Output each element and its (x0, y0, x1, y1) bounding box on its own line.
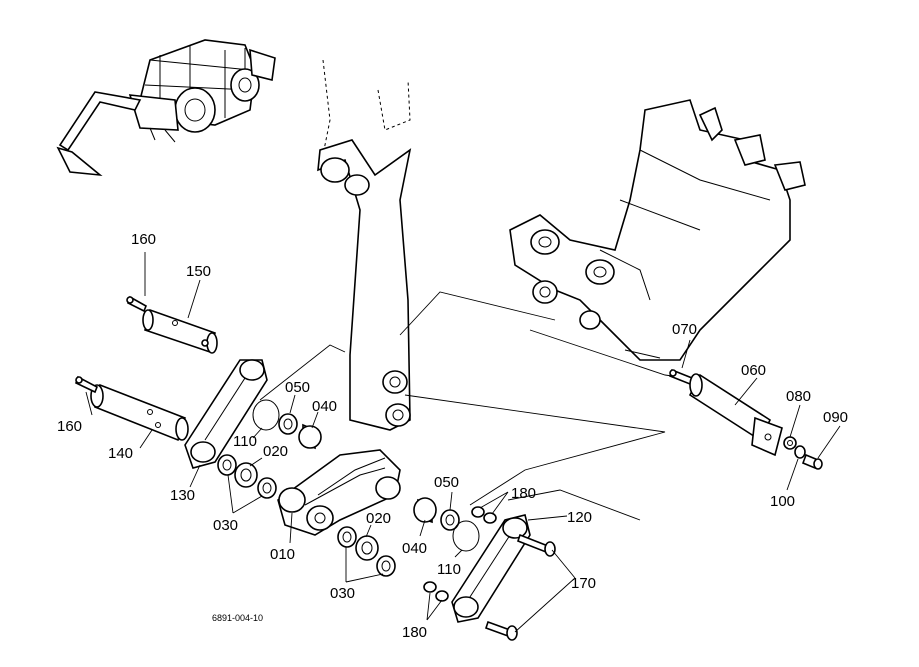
grease-nipple-160-upper (126, 295, 148, 313)
washer-080 (783, 436, 797, 450)
label-110-lower: 110 (437, 561, 461, 578)
part-labels: 160 150 160 140 130 110 050 040 020 030 … (57, 231, 848, 641)
label-140: 140 (108, 445, 133, 462)
label-130: 130 (170, 487, 195, 504)
label-010: 010 (270, 546, 295, 563)
shim-030-lower-1 (337, 526, 357, 548)
label-030-lower: 030 (330, 585, 355, 602)
collar-050-upper (278, 413, 298, 435)
pin-140 (90, 383, 189, 442)
link-010 (277, 449, 401, 536)
label-180-lower: 180 (402, 624, 427, 641)
bushing-040-lower (413, 497, 437, 524)
shim-030-lower-2 (376, 555, 396, 577)
label-030-left: 030 (213, 517, 238, 534)
leader-lines (85, 252, 841, 633)
grease-nipple-070 (669, 368, 693, 386)
pin-060 (688, 373, 783, 457)
label-040-upper: 040 (312, 398, 337, 415)
bolt-170-upper (517, 533, 556, 557)
label-170: 170 (571, 575, 596, 592)
label-160-upper: 160 (131, 231, 156, 248)
o-ring-110-lower (452, 520, 480, 552)
label-120: 120 (567, 509, 592, 526)
shim-030-left-2 (257, 477, 277, 499)
link-130 (184, 359, 268, 469)
label-180-upper: 180 (511, 485, 536, 502)
nut-180-lower (423, 581, 449, 602)
label-020-left: 020 (263, 443, 288, 460)
grease-nipple-160-lower (75, 375, 99, 394)
label-080: 080 (786, 388, 811, 405)
backhoe-tractor-illustration (56, 39, 276, 177)
label-020-lower: 020 (366, 510, 391, 527)
label-100: 100 (770, 493, 795, 510)
bushing-040-upper (298, 423, 322, 450)
dipper-arm (317, 59, 412, 431)
bolt-090 (801, 453, 823, 470)
label-060: 060 (741, 362, 766, 379)
label-150: 150 (186, 263, 211, 280)
bucket (509, 99, 806, 361)
link-120 (451, 514, 531, 623)
o-ring-110-upper (252, 399, 280, 431)
lock-washer-100 (794, 445, 806, 459)
bolt-170-lower (484, 620, 518, 641)
label-160-lower: 160 (57, 418, 82, 435)
bushing-020-left (234, 462, 258, 488)
label-070: 070 (672, 321, 697, 338)
collar-050-lower (440, 509, 460, 531)
pin-150 (142, 308, 218, 354)
label-050-upper: 050 (285, 379, 310, 396)
shim-030-left-1 (217, 454, 237, 476)
label-040-lower: 040 (402, 540, 427, 557)
label-090: 090 (823, 409, 848, 426)
label-110-upper: 110 (233, 433, 257, 450)
bushing-020-lower (355, 535, 379, 561)
nut-180-upper (471, 506, 497, 524)
figure-code: 6891-004-10 (212, 613, 263, 623)
label-050-lower: 050 (434, 474, 459, 491)
